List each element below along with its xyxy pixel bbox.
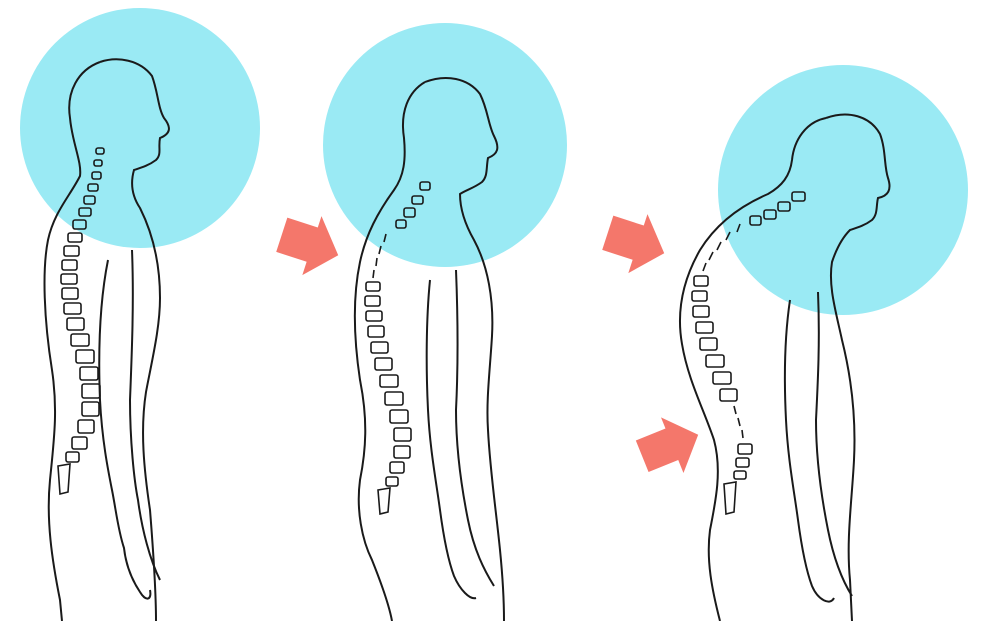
arrow-upper-back-figure-3 bbox=[602, 214, 665, 274]
panel-forward-head-posture bbox=[323, 23, 567, 621]
figure-3-front-outline bbox=[825, 113, 891, 621]
figure-3-spine bbox=[691, 191, 806, 516]
figure-2-back-outline bbox=[353, 81, 426, 621]
arrow-neck-figure-2 bbox=[276, 216, 339, 276]
figure-2-front-outline bbox=[424, 77, 505, 621]
arrow-lower-back-figure-3 bbox=[635, 417, 699, 473]
panel-normal-posture bbox=[20, 8, 260, 621]
head-halo-2 bbox=[323, 23, 567, 267]
figure-3-arm bbox=[783, 291, 853, 603]
figure-1-spine bbox=[57, 147, 105, 496]
figure-3-back-outline bbox=[679, 117, 827, 621]
figure-1-front-outline bbox=[99, 58, 170, 621]
figure-2-spine bbox=[364, 181, 431, 516]
arrow-right-down-icon bbox=[276, 214, 699, 473]
figure-2-arm bbox=[425, 269, 495, 600]
figure-1-arm bbox=[98, 249, 161, 600]
panel-hunched-posture bbox=[679, 65, 968, 621]
figure-1-back-outline bbox=[43, 61, 101, 621]
head-halo-1 bbox=[20, 8, 260, 248]
head-halo-3 bbox=[718, 65, 968, 315]
